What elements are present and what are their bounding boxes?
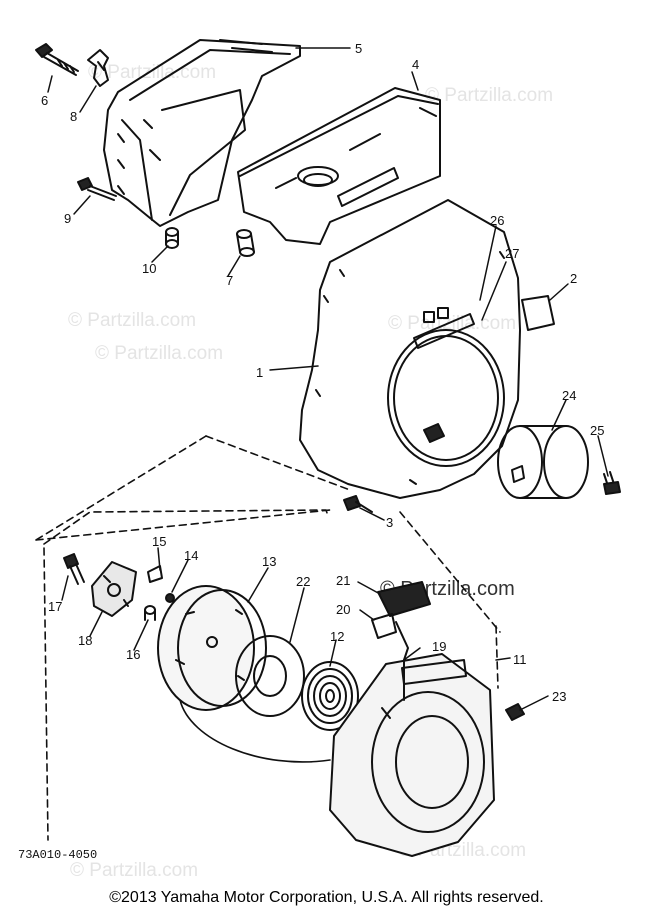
- starter-handle-21: [377, 581, 431, 617]
- diagram-code: 73A010-4050: [18, 848, 98, 862]
- collar-10: [165, 227, 179, 249]
- callout-25: 25: [590, 423, 605, 438]
- bolt-9: [77, 177, 117, 201]
- callout-7: 7: [226, 273, 234, 288]
- bolt-6: [35, 43, 79, 76]
- callout-18: 18: [78, 633, 93, 648]
- ratchet-18: [91, 561, 137, 617]
- callout-19: 19: [432, 639, 447, 654]
- callout-9: 9: [64, 211, 72, 226]
- air-guide-5: [103, 39, 301, 227]
- spring-15: [147, 565, 163, 583]
- callout-8: 8: [70, 109, 78, 124]
- decal-2: [521, 295, 555, 331]
- watermark: © Partzilla.com: [95, 343, 224, 364]
- callout-22: 22: [296, 574, 311, 589]
- callout-15: 15: [152, 534, 167, 549]
- pulley-13: [157, 585, 267, 711]
- copyright-notice: ©2013 Yamaha Motor Corporation, U.S.A. A…: [109, 889, 544, 906]
- callout-14: 14: [184, 548, 199, 563]
- callout-5: 5: [355, 41, 363, 56]
- collar-16: [144, 605, 156, 621]
- bolt-3: [343, 495, 373, 513]
- callout-1: 1: [256, 365, 264, 380]
- starter-assembly-frame: [35, 435, 501, 841]
- callout-2: 2: [570, 271, 578, 286]
- callout-23: 23: [552, 689, 567, 704]
- callout-11: 11: [513, 652, 527, 667]
- bolt-17: [63, 553, 85, 585]
- bolt-25: [603, 471, 621, 495]
- callout-26: 26: [490, 213, 505, 228]
- bolt-23: [505, 703, 525, 721]
- callout-20: 20: [336, 602, 351, 617]
- fan-cup-24: [497, 425, 589, 499]
- callout-16: 16: [126, 647, 141, 662]
- callout-27: 27: [505, 246, 520, 261]
- spiral-spring-12: [301, 661, 359, 731]
- callout-17: 17: [48, 599, 63, 614]
- watermark: © Partzilla.com: [70, 860, 199, 881]
- starter-rope: [179, 699, 331, 763]
- callout-13: 13: [262, 554, 277, 569]
- grip-20: [371, 613, 409, 661]
- watermark: © Partzilla.com: [425, 85, 554, 106]
- fan-housing-1: [299, 199, 521, 499]
- callout-12: 12: [330, 629, 345, 644]
- watermark: © Partzilla.com: [68, 310, 197, 331]
- callout-24: 24: [562, 388, 577, 403]
- top-cover-4: [237, 87, 441, 245]
- leader-lines: [47, 47, 609, 711]
- clip-8: [87, 49, 109, 87]
- starter-case-11: [329, 653, 495, 857]
- callout-10: 10: [142, 261, 157, 276]
- callout-6: 6: [41, 93, 49, 108]
- watermark: © Partzilla.com: [388, 313, 517, 334]
- bolt-14: [165, 593, 175, 603]
- plate-22: [235, 635, 305, 717]
- collar-7: [236, 229, 255, 257]
- callout-4: 4: [412, 57, 420, 72]
- callout-3: 3: [386, 515, 394, 530]
- callout-21: 21: [336, 573, 351, 588]
